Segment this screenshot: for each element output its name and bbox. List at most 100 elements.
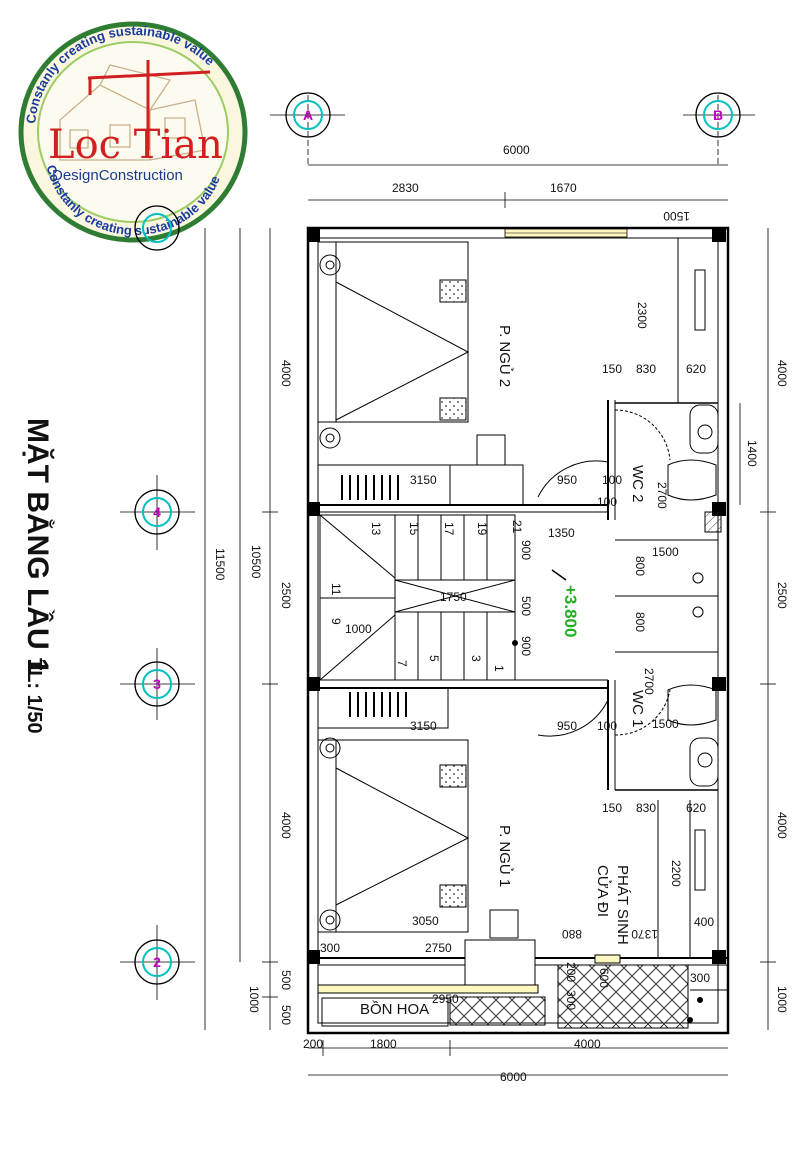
stair-step: 1 [492,665,506,672]
dim-text: 1800 [370,1037,397,1051]
dim-text: 150 [602,801,622,815]
dim-text: 1000 [247,986,261,1013]
top-window [504,228,628,238]
dim-text: 800 [633,556,647,576]
door-note-line-1: PHÁT SINH [614,865,631,945]
dim-text: 2500 [775,582,789,609]
dim-text: 100 [597,719,617,733]
dim-text: 900 [519,636,533,656]
dim-text: 1000 [775,986,789,1013]
dim-text: 1500 [652,545,679,559]
drawing-title-block: MẶT BẰNG LẦU 1 TL: 1/50 [21,418,55,734]
dim-text: 6000 [503,143,530,157]
axis-grid [120,95,755,1000]
dim-text: 1500 [663,209,690,223]
stair-step-numbers: 1 3 5 7 9 11 13 15 17 19 21 [329,520,524,672]
dim-text: 500 [519,596,533,616]
dim-text: 950 [557,719,577,733]
room-label-wc-2: WC 2 [629,465,646,503]
dim-text: 620 [686,801,706,815]
svg-text:2: 2 [153,954,161,970]
room-label-wc-1: WC 1 [629,690,646,728]
dim-text: 100 [597,495,617,509]
stair-step: 15 [407,522,421,536]
columns [308,228,726,964]
room-label-bedroom-2: P. NGỦ 2 [496,325,514,387]
dim-text: 4000 [279,812,293,839]
stair-step: 7 [395,660,409,667]
room-label-bedroom-1: P. NGỦ 1 [496,825,514,887]
svg-text:4: 4 [153,504,161,520]
dim-text: 1370 [631,927,658,941]
dim-text: 4000 [279,360,293,387]
dim-text: 1500 [652,717,679,731]
dim-text: 1000 [345,622,372,636]
drawing-scale: TL: 1/50 [23,658,45,734]
axis-bubble-4: 4 [134,489,180,535]
level-marker: +3.800 [551,569,580,637]
wc1-fixtures [537,684,719,891]
dim-text: 2950 [432,992,459,1006]
dim-text: 200 [303,1037,323,1051]
door-note-line-2: CỬA ĐI [594,865,612,917]
dim-text: 2300 [635,302,649,329]
bed-1 [317,737,519,939]
svg-text:3: 3 [153,676,161,692]
dim-text: 800 [633,612,647,632]
dim-text: 3050 [412,914,439,928]
dim-text: 950 [557,473,577,487]
axis-bubble-3: 3 [134,661,180,707]
balcony [317,939,728,1029]
dim-text: 500 [279,970,293,990]
dim-text: 300 [320,941,340,955]
stair-step: 19 [475,522,489,536]
dimension-lines [204,164,776,1076]
drawing-title: MẶT BẰNG LẦU 1 [21,418,55,675]
svg-text:A: A [303,107,313,123]
dim-text: 2750 [425,941,452,955]
stair-step: 11 [329,583,343,596]
svg-text:B: B [713,107,723,123]
dim-text: 500 [279,1005,293,1025]
dim-text: 3150 [410,473,437,487]
axis-bubble-b: B [695,92,741,138]
dim-text: 600 [597,968,611,988]
dim-text: 2700 [642,668,656,695]
flower-bed-label: BỒN HOA [360,1000,429,1018]
stair-step: 3 [469,655,483,662]
staircase [319,514,518,681]
dim-text: 300 [690,971,710,985]
dim-text: 200 [564,962,578,982]
dim-text: 2500 [279,582,293,609]
dim-text: 100 [602,473,622,487]
dim-text: 1670 [550,181,577,195]
dim-text: 4000 [574,1037,601,1051]
wardrobe-2 [317,464,524,506]
dim-text: 10500 [249,545,263,579]
dim-text: 4000 [775,812,789,839]
dim-text: 2700 [655,482,669,509]
wc2-fixtures [537,269,722,618]
dim-text: 880 [562,927,582,941]
company-logo: Loc Tian DesignConstruction Constanly cr… [18,21,248,243]
dim-text: 1400 [745,440,759,467]
axis-bubble-5 [134,205,180,251]
stair-step: 9 [329,618,343,625]
dim-text: 11500 [213,548,227,581]
wardrobe-1 [317,687,449,729]
dim-text: 6000 [500,1070,527,1084]
stair-step: 21 [510,520,524,534]
stair-step: 13 [369,522,383,536]
dim-text: 1750 [440,590,467,604]
stair-step: 17 [442,522,456,536]
dim-text: 400 [694,915,714,929]
dim-text: 3150 [410,719,437,733]
dim-text: 2200 [669,860,683,887]
house-sketch-icon [59,64,206,161]
dim-text: 300 [564,990,578,1010]
dim-text: 620 [686,362,706,376]
logo-brand-text: Loc Tian [48,122,223,168]
stair-step: 5 [427,655,441,662]
dim-text: 830 [636,801,656,815]
